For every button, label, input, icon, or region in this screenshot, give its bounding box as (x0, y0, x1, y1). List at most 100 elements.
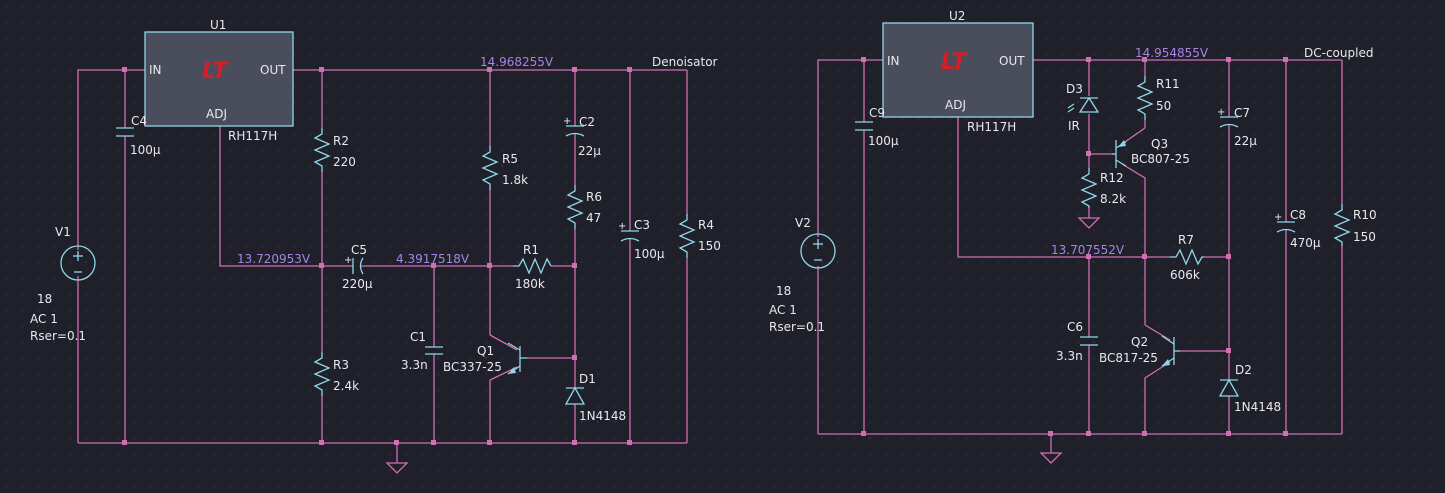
v1-ref: V1 (55, 225, 71, 239)
q3-value: BC807-25 (1131, 152, 1190, 166)
u1-part: RH117H (228, 129, 277, 143)
transistor-q1[interactable]: Q1 BC337-25 (443, 342, 527, 375)
node-voltage-out-right: 14.954855V (1135, 46, 1209, 60)
q3-ref: Q3 (1151, 137, 1168, 151)
c8-plus-icon: + (1274, 212, 1282, 223)
v2-ref: V2 (795, 216, 811, 230)
capacitor-c9[interactable]: C9 100µ (855, 106, 899, 148)
r5-value: 1.8k (502, 173, 528, 187)
capacitor-c8[interactable]: + C8 470µ (1274, 208, 1321, 250)
r12-value: 8.2k (1100, 192, 1126, 206)
c2-value: 22µ (578, 144, 601, 158)
r1-ref: R1 (523, 243, 539, 257)
capacitor-c4[interactable]: C4 100µ (116, 114, 161, 157)
v1-ac: AC 1 (30, 312, 58, 326)
nodes-left (122, 67, 632, 445)
u1-pin-in: IN (149, 63, 162, 77)
resistor-r6[interactable]: R6 47 (566, 185, 602, 229)
c4-ref: C4 (131, 114, 147, 128)
resistor-r1[interactable]: R1 180k (513, 243, 552, 291)
resistor-r4[interactable]: R4 150 (678, 214, 721, 258)
net-name-right: DC-coupled (1304, 46, 1373, 60)
q1-value: BC337-25 (443, 360, 502, 374)
c2-plus-icon: + (563, 116, 571, 127)
q2-ref: Q2 (1131, 335, 1148, 349)
capacitor-c1[interactable]: C1 3.3n (401, 330, 443, 372)
c5-plus-icon: + (344, 255, 352, 266)
regulator-u2[interactable]: LT U2 IN OUT ADJ RH117H (882, 9, 1034, 134)
r4-ref: R4 (698, 218, 714, 232)
resistor-r12[interactable]: R12 8.2k (1080, 168, 1126, 208)
c4-value: 100µ (130, 143, 161, 157)
net-name-left: Denoisator (652, 55, 718, 69)
r6-ref: R6 (586, 190, 602, 204)
capacitor-c2[interactable]: + C2 22µ (563, 115, 601, 158)
resistor-r2[interactable]: R2 220 (313, 128, 356, 172)
lt-logo-icon: LT (202, 59, 229, 84)
c1-ref: C1 (410, 330, 426, 344)
node-voltage-out-left: 14.968255V (480, 55, 554, 69)
c6-value: 3.3n (1056, 349, 1083, 363)
r11-ref: R11 (1156, 77, 1180, 91)
node-voltage-mid-left: 4.3917518V (396, 252, 470, 266)
c6-ref: C6 (1067, 320, 1083, 334)
c8-ref: C8 (1290, 208, 1306, 222)
u2-part: RH117H (967, 120, 1016, 134)
r7-ref: R7 (1178, 233, 1194, 247)
diode-d2[interactable]: D2 1N4148 (1218, 363, 1281, 414)
r11-value: 50 (1156, 99, 1171, 113)
v1-rser: Rser=0.1 (30, 329, 86, 343)
u2-pin-in: IN (887, 54, 900, 68)
u1-pin-adj: ADJ (206, 107, 227, 121)
resistor-r7[interactable]: R7 606k (1170, 233, 1204, 282)
v2-ac: AC 1 (769, 303, 797, 317)
capacitor-c7[interactable]: + C7 22µ (1217, 106, 1257, 148)
nodes-right (861, 57, 1288, 436)
circuit-left: LT U1 IN OUT ADJ RH117H V1 18 AC 1 Rser=… (30, 18, 721, 474)
v1-value: 18 (37, 292, 52, 306)
ground-symbol-right[interactable] (1039, 452, 1063, 464)
r2-ref: R2 (333, 134, 349, 148)
u2-pin-out: OUT (999, 54, 1025, 68)
transistor-q3[interactable]: Q3 BC807-25 (1112, 137, 1190, 168)
regulator-u1[interactable]: LT U1 IN OUT ADJ RH117H (144, 18, 294, 143)
diode-d3[interactable]: D3 IR (1066, 82, 1100, 133)
ground-symbol-left[interactable] (385, 462, 409, 474)
voltage-source-v1[interactable]: V1 18 AC 1 Rser=0.1 (30, 225, 96, 343)
c8-value: 470µ (1290, 236, 1321, 250)
resistor-r10[interactable]: R10 150 (1333, 204, 1377, 246)
v2-value: 18 (776, 284, 791, 298)
resistor-r3[interactable]: R3 2.4k (313, 352, 359, 396)
r4-value: 150 (698, 239, 721, 253)
ir-emission-icon (1067, 103, 1075, 113)
capacitor-c3[interactable]: + C3 100µ (618, 218, 665, 261)
voltage-source-v2[interactable]: V2 18 AC 1 Rser=0.1 (769, 216, 836, 334)
r10-ref: R10 (1353, 208, 1377, 222)
u2-pin-adj: ADJ (945, 98, 966, 112)
r10-value: 150 (1353, 230, 1376, 244)
r12-ref: R12 (1100, 171, 1124, 185)
r6-value: 47 (586, 211, 601, 225)
resistor-r11[interactable]: R11 50 (1136, 76, 1180, 120)
node-voltage-adj-left: 13.720953V (237, 252, 311, 266)
ground-symbol-r12[interactable] (1077, 217, 1101, 229)
resistor-r5[interactable]: R5 1.8k (481, 146, 528, 190)
diode-d1[interactable]: D1 1N4148 (564, 372, 626, 423)
node-voltage-adj-right: 13.707552V (1051, 243, 1125, 257)
r3-ref: R3 (333, 358, 349, 372)
c2-ref: C2 (579, 115, 595, 129)
v2-rser: Rser=0.1 (769, 320, 825, 334)
u1-ref: U1 (210, 18, 226, 32)
d3-ref: D3 (1066, 82, 1083, 96)
c7-value: 22µ (1234, 134, 1257, 148)
u1-pin-out: OUT (260, 63, 286, 77)
capacitor-c6[interactable]: C6 3.3n (1056, 320, 1098, 363)
r5-ref: R5 (502, 152, 518, 166)
c9-value: 100µ (868, 134, 899, 148)
lt-logo-icon: LT (941, 50, 968, 75)
capacitor-c5[interactable]: + C5 220µ (342, 243, 373, 291)
r2-value: 220 (333, 155, 356, 169)
r3-value: 2.4k (333, 379, 359, 393)
transistor-q2[interactable]: Q2 BC817-25 (1099, 335, 1180, 367)
